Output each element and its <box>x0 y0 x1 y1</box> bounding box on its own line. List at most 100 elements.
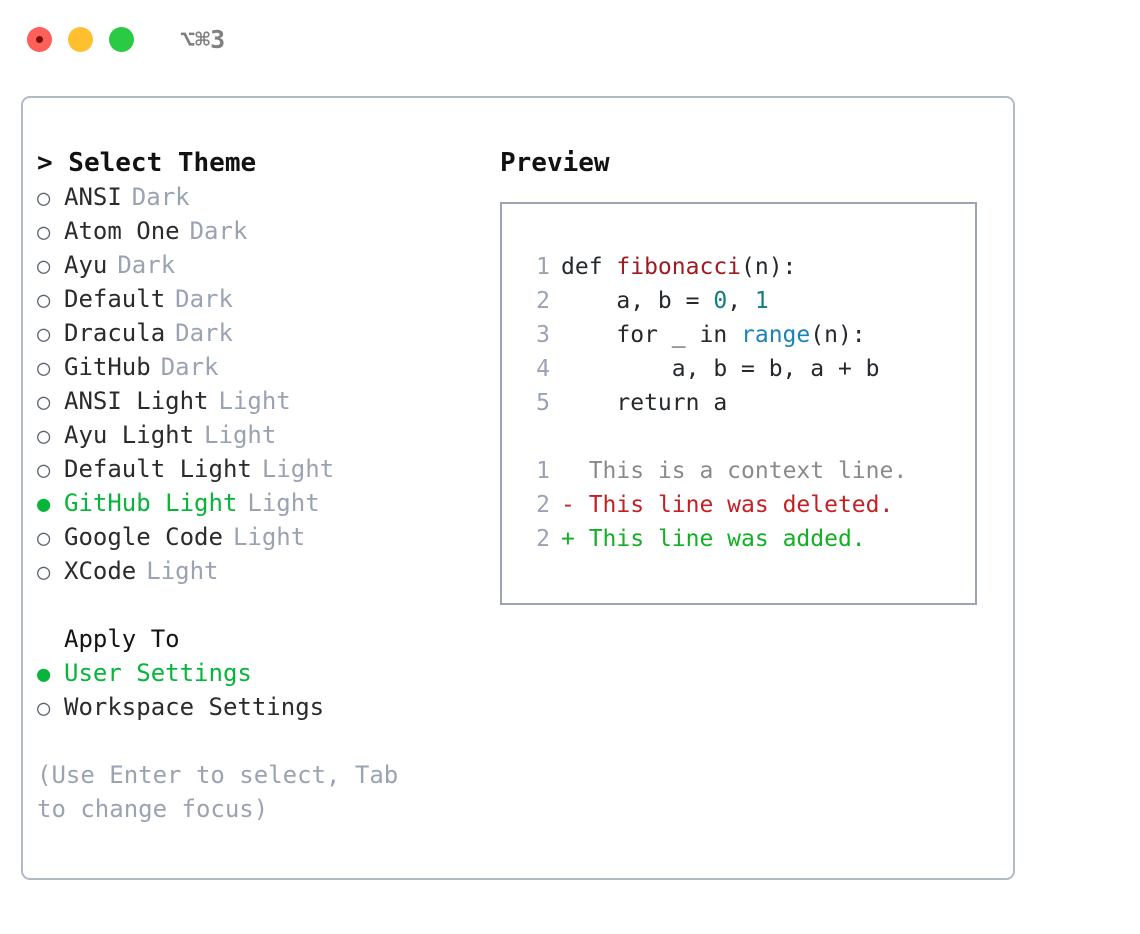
line-number: 5 <box>536 390 550 416</box>
titlebar: ⌥⌘3 <box>0 0 1140 78</box>
theme-option-dracula[interactable]: ○ Dracula Dark <box>37 316 487 350</box>
theme-variant-label: Light <box>261 455 335 483</box>
theme-variant-label: Dark <box>117 251 176 279</box>
theme-name: GitHub <box>64 353 151 381</box>
theme-option-atom-one[interactable]: ○ Atom One Dark <box>37 214 487 248</box>
apply-to-option-label: User Settings <box>64 659 252 687</box>
line-number: 2 <box>536 526 550 552</box>
apply-to-heading: Apply To <box>64 625 180 653</box>
code-diff-spacer <box>520 420 975 454</box>
theme-name: GitHub Light <box>64 489 238 517</box>
diff-marker-added: + <box>561 526 589 552</box>
radio-unselected-icon: ○ <box>37 322 51 347</box>
radio-unselected-icon: ○ <box>37 254 51 279</box>
code-token-plain: (n): <box>810 322 866 348</box>
code-line-text: a, b = 0, 1 <box>561 284 769 318</box>
apply-to-option-label: Workspace Settings <box>64 693 325 721</box>
theme-name: Atom One <box>64 217 180 245</box>
theme-variant-label: Dark <box>131 183 190 211</box>
radio-unselected-icon: ○ <box>37 356 51 381</box>
code-token-num: 1 <box>754 288 769 314</box>
line-number: 2 <box>536 288 550 314</box>
theme-variant-label: Light <box>232 523 306 551</box>
code-line: 3 for _ in range(n): <box>520 318 975 352</box>
minimize-window-button[interactable] <box>68 26 93 52</box>
theme-name: Google Code <box>64 523 223 551</box>
diff-marker-context <box>561 454 589 488</box>
code-line: 5 return a <box>520 386 975 420</box>
window-controls <box>27 26 134 52</box>
code-line-text: return a <box>561 386 727 420</box>
diff-line-text: This line was deleted. <box>588 492 894 518</box>
theme-option-xcode[interactable]: ○ XCode Light <box>37 554 487 588</box>
diff-line-deleted: 2- This line was deleted. <box>520 488 975 522</box>
code-token-plain: for _ in <box>561 322 742 348</box>
code-line: 4 a, b = b, a + b <box>520 352 975 386</box>
keyboard-shortcut-label: ⌥⌘3 <box>180 24 226 54</box>
line-number: 4 <box>536 356 550 382</box>
diff-line-text: This line was added. <box>588 526 866 552</box>
code-line-text: a, b = b, a + b <box>561 352 880 386</box>
apply-to-option-user-settings[interactable]: ● User Settings <box>37 656 487 690</box>
keyboard-hint-text: (Use Enter to select, Tab to change focu… <box>37 761 413 823</box>
diff-line-text: This is a context line. <box>588 458 908 484</box>
theme-name: ANSI Light <box>64 387 209 415</box>
close-window-button[interactable] <box>27 26 52 52</box>
apply-to-options: ● User Settings ○ Workspace Settings <box>37 656 487 724</box>
code-token-builtin: range <box>741 322 811 348</box>
radio-unselected-icon: ○ <box>37 526 51 551</box>
line-number: 3 <box>536 322 550 348</box>
theme-name: ANSI <box>64 183 122 211</box>
diff-line-context: 1 This is a context line. <box>520 454 975 488</box>
theme-variant-label: Light <box>218 387 291 415</box>
code-line: 2 a, b = 0, 1 <box>520 284 975 318</box>
radio-unselected-icon: ○ <box>37 220 51 245</box>
line-number: 2 <box>536 492 550 518</box>
radio-selected-icon: ● <box>37 662 51 687</box>
code-token-plain: , <box>727 288 755 314</box>
theme-name: Ayu <box>64 251 108 279</box>
line-number: 1 <box>536 254 550 280</box>
theme-variant-label: Light <box>204 421 277 449</box>
preview-heading: Preview <box>500 148 610 178</box>
theme-name: Dracula <box>64 319 166 347</box>
code-line: 1 def fibonacci(n): <box>520 250 975 284</box>
maximize-window-button[interactable] <box>109 26 134 52</box>
diff-line-added: 2 + This line was added. <box>520 522 975 556</box>
diff-marker-deleted: - <box>561 492 589 518</box>
radio-unselected-icon: ○ <box>37 696 51 721</box>
theme-variant-label: Dark <box>189 217 248 245</box>
theme-variant-label: Dark <box>175 319 233 347</box>
theme-variant-label: Dark <box>160 353 219 381</box>
code-token-plain: a, b = <box>561 288 714 314</box>
radio-unselected-icon: ○ <box>37 288 51 313</box>
theme-option-google-code[interactable]: ○ Google Code Light <box>37 520 487 554</box>
code-token-fn: fibonacci <box>616 254 742 280</box>
theme-variant-label: Light <box>146 557 219 585</box>
apply-to-option-workspace-settings[interactable]: ○ Workspace Settings <box>37 690 487 724</box>
code-token-plain: return a <box>561 390 728 416</box>
code-line-text: for _ in range(n): <box>561 318 866 352</box>
theme-name: XCode <box>64 557 137 585</box>
theme-option-github[interactable]: ○ GitHub Dark <box>37 350 487 384</box>
code-token-plain: (n): <box>741 254 797 280</box>
code-token-kw: def <box>561 254 617 280</box>
radio-unselected-icon: ○ <box>37 560 51 585</box>
code-token-num: 0 <box>713 288 728 314</box>
radio-unselected-icon: ○ <box>37 424 51 449</box>
select-theme-heading: > Select Theme <box>37 148 257 178</box>
theme-option-ayu[interactable]: ○ Ayu Dark <box>37 248 487 282</box>
